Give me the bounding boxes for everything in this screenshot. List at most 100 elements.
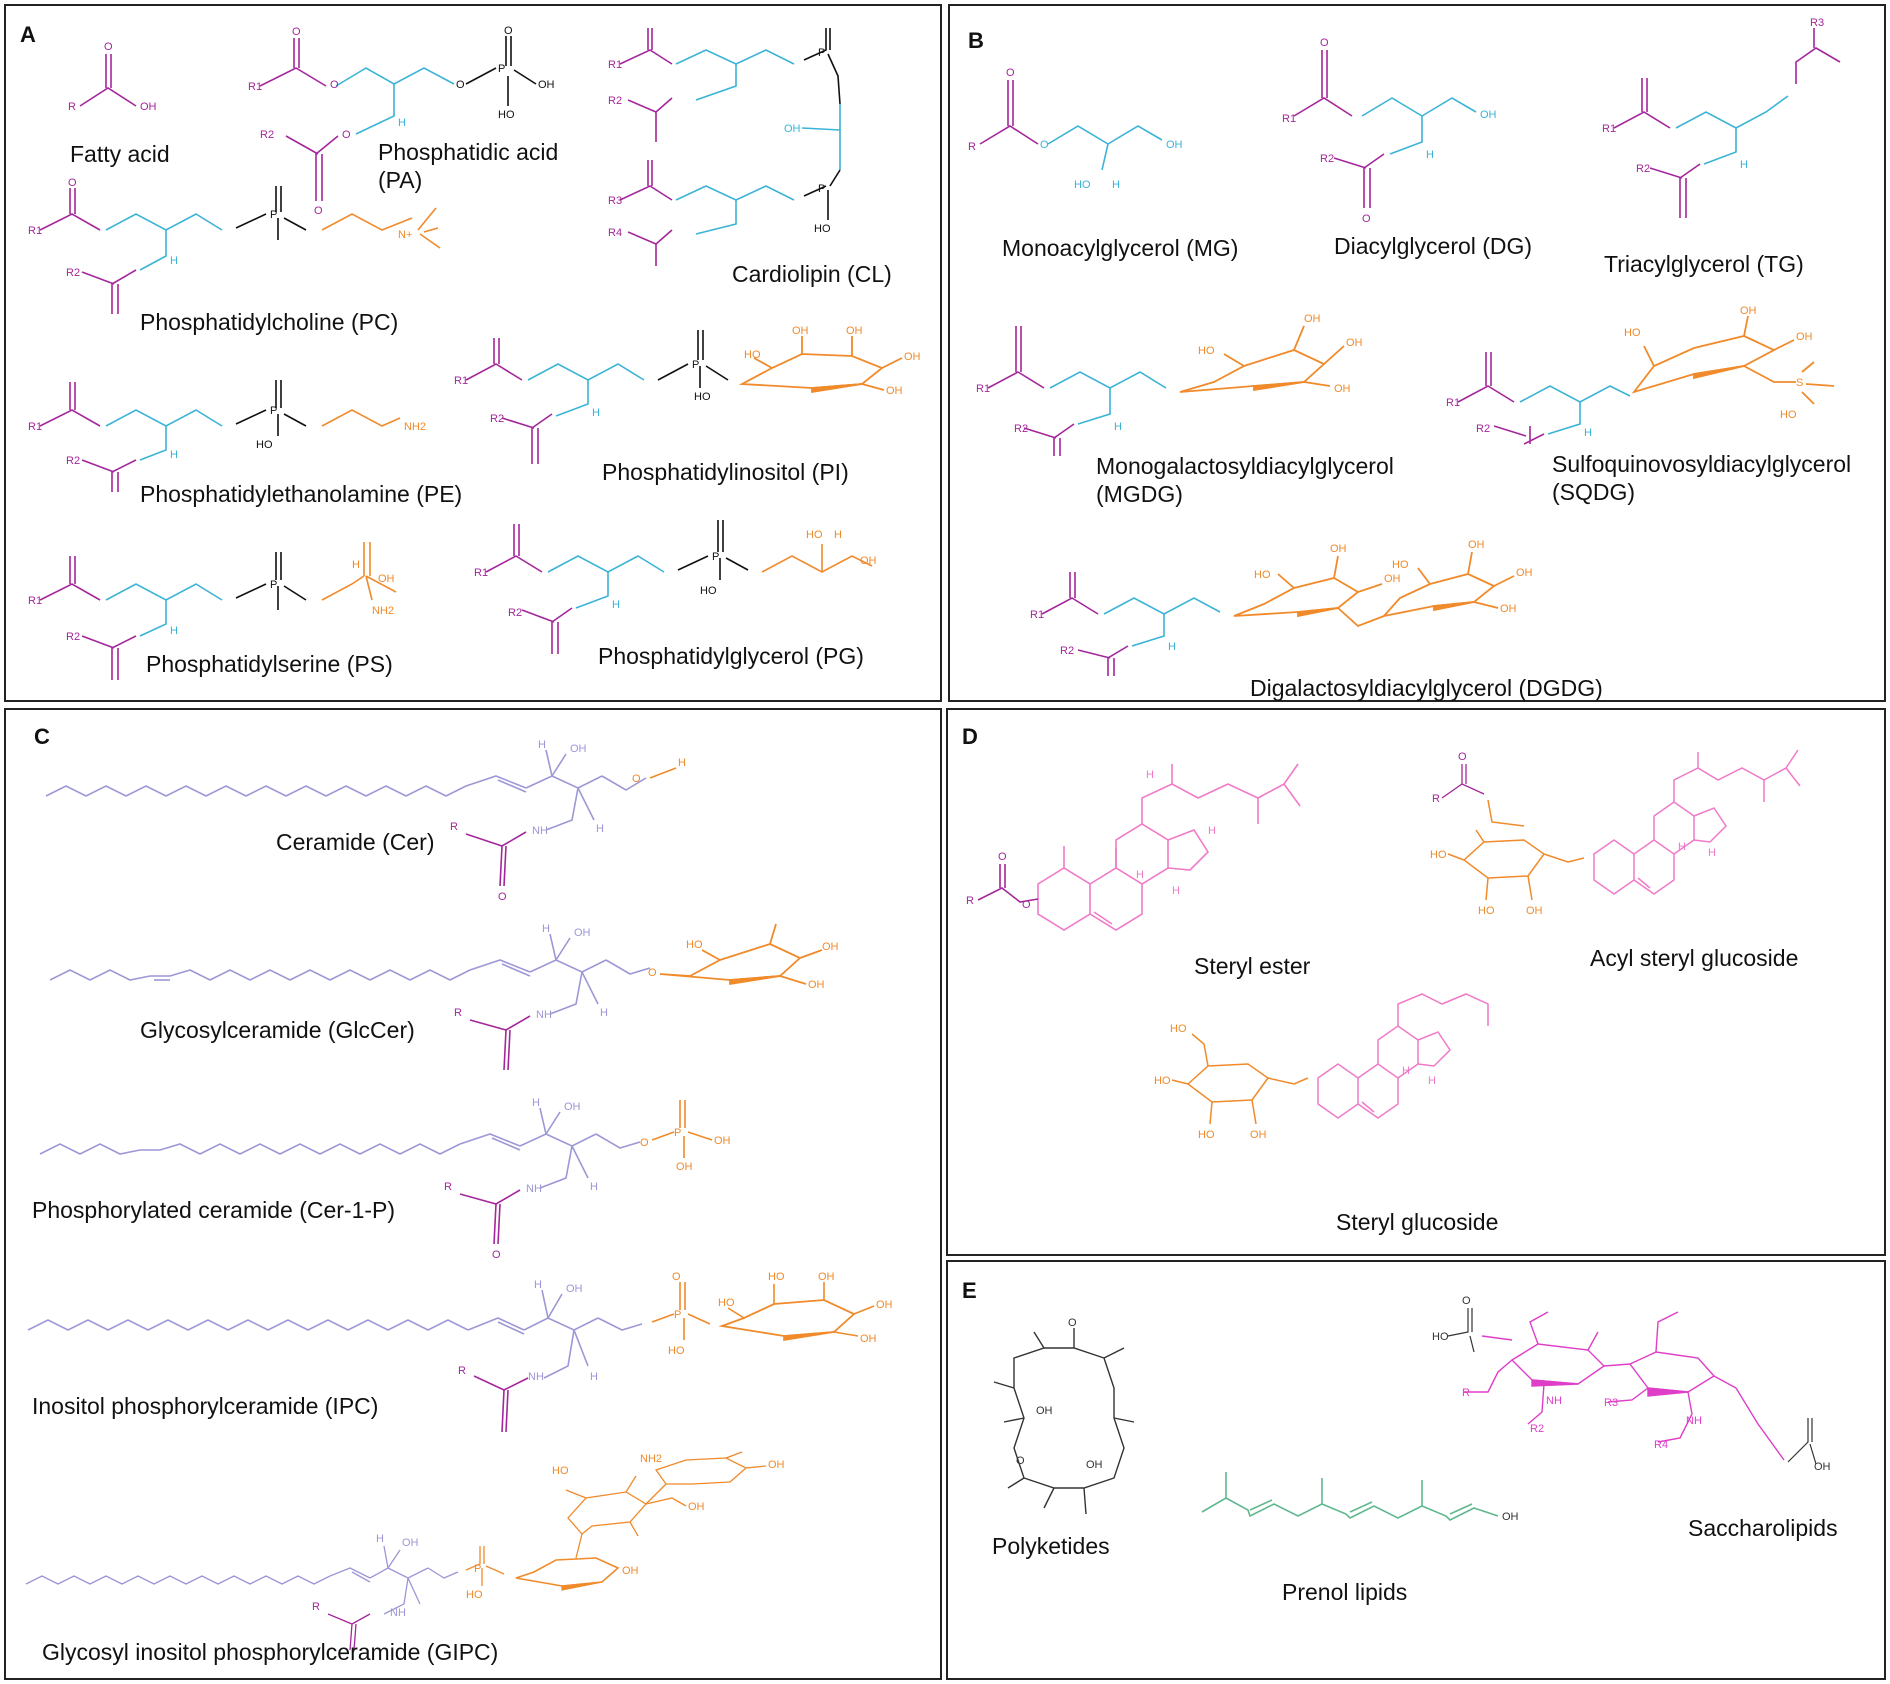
phosphatidylcholine-structure: R1 O R2 H P N+ bbox=[28, 177, 441, 314]
sqdg-label: Sulfoquinovosyldiacylglycerol (SQDG) bbox=[1552, 450, 1851, 506]
ipc-label: Inositol phosphorylceramide (IPC) bbox=[32, 1393, 379, 1419]
panel-b: B R O O OH HO H Monoacylglycerol (MG) R1… bbox=[948, 4, 1886, 702]
svg-text:P: P bbox=[674, 1127, 681, 1139]
svg-text:HO: HO bbox=[1392, 559, 1409, 571]
svg-text:H: H bbox=[538, 739, 546, 751]
svg-text:R1: R1 bbox=[28, 595, 42, 607]
svg-text:R2: R2 bbox=[1530, 1423, 1544, 1435]
svg-text:O: O bbox=[1458, 751, 1467, 763]
phosphatidic-acid-structure: R1 O O R2 O O H O P O OH HO bbox=[248, 25, 555, 217]
gipc-label: Glycosyl inositol phosphorylceramide (GI… bbox=[42, 1639, 499, 1665]
phosphatidic-acid-label-line1: Phosphatidic acid bbox=[378, 139, 559, 165]
svg-text:OH: OH bbox=[1526, 905, 1543, 917]
svg-text:NH: NH bbox=[536, 1009, 552, 1021]
acyl-steryl-glucoside-structure: O R HO HO OH H H bbox=[1430, 749, 1801, 917]
svg-text:H: H bbox=[1136, 869, 1144, 881]
polyketide-structure: O OH OH O bbox=[993, 1317, 1135, 1515]
svg-text:P: P bbox=[818, 47, 825, 59]
panel-c: C H OH NH H O H R O Ceramide (Cer) bbox=[4, 708, 942, 1680]
svg-text:HO: HO bbox=[1074, 179, 1091, 191]
svg-text:OH: OH bbox=[818, 1271, 835, 1283]
svg-text:HO: HO bbox=[1254, 569, 1271, 581]
svg-text:P: P bbox=[674, 1309, 681, 1321]
svg-text:H: H bbox=[534, 1279, 542, 1291]
mgdg-label: Monogalactosyldiacylglycerol (MGDG) bbox=[1096, 452, 1394, 508]
panel-letter-a: A bbox=[20, 22, 36, 47]
phosphorylated-ceramide-structure: H OH NH H O P OH OH R O bbox=[39, 1097, 731, 1261]
svg-text:O: O bbox=[104, 41, 113, 53]
svg-text:H: H bbox=[590, 1181, 598, 1193]
svg-text:R: R bbox=[968, 141, 976, 153]
svg-text:H: H bbox=[1208, 825, 1216, 837]
svg-text:O: O bbox=[68, 177, 77, 189]
prenol-lipid-structure: OH bbox=[1201, 1472, 1519, 1523]
svg-text:O: O bbox=[1022, 899, 1031, 911]
svg-text:O: O bbox=[342, 129, 351, 141]
gipc-structure: R NH H OH P HO HO NH2 OH OH OH bbox=[25, 1451, 785, 1651]
svg-text:R2: R2 bbox=[1014, 423, 1028, 435]
mgdg-label-line2: (MGDG) bbox=[1096, 481, 1183, 507]
triacylglycerol-label: Triacylglycerol (TG) bbox=[1604, 251, 1804, 277]
svg-text:OH: OH bbox=[792, 325, 809, 337]
steryl-glucoside-structure: HO HO HO OH H H bbox=[1154, 993, 1489, 1141]
svg-text:H: H bbox=[376, 1533, 384, 1545]
svg-text:R1: R1 bbox=[28, 421, 42, 433]
svg-text:R2: R2 bbox=[66, 455, 80, 467]
svg-text:R: R bbox=[966, 895, 974, 907]
svg-text:H: H bbox=[1402, 1065, 1410, 1077]
panel-e: E O OH OH O Polyketides bbox=[946, 1260, 1886, 1680]
svg-text:H: H bbox=[170, 255, 178, 267]
svg-text:P: P bbox=[692, 359, 699, 371]
svg-text:O: O bbox=[1068, 1317, 1077, 1329]
svg-text:O: O bbox=[1040, 139, 1049, 151]
svg-text:OH: OH bbox=[402, 1537, 419, 1549]
svg-text:H: H bbox=[592, 407, 600, 419]
svg-text:O: O bbox=[330, 79, 339, 91]
svg-text:H: H bbox=[542, 923, 550, 935]
phosphorylated-ceramide-label: Phosphorylated ceramide (Cer-1-P) bbox=[32, 1197, 396, 1223]
svg-text:HO: HO bbox=[814, 223, 831, 235]
phosphatidylserine-label: Phosphatidylserine (PS) bbox=[146, 651, 393, 677]
svg-text:R1: R1 bbox=[976, 383, 990, 395]
svg-text:O: O bbox=[498, 891, 507, 903]
saccharolipids-label: Saccharolipids bbox=[1688, 1515, 1838, 1541]
svg-text:OH: OH bbox=[140, 101, 157, 113]
phosphatidylglycerol-structure: R1 R2 H P HO HO H OH bbox=[474, 520, 877, 654]
svg-text:OH: OH bbox=[1330, 543, 1347, 555]
svg-text:H: H bbox=[612, 599, 620, 611]
panel-letter-c: C bbox=[34, 724, 50, 749]
svg-text:OH: OH bbox=[1086, 1459, 1103, 1471]
svg-text:OH: OH bbox=[714, 1135, 731, 1147]
svg-text:H: H bbox=[1146, 769, 1154, 781]
panel-a: A R O OH Fatty acid R1 O O R2 O bbox=[4, 4, 942, 702]
svg-text:R2: R2 bbox=[1476, 423, 1490, 435]
phosphatidylinositol-label: Phosphatidylinositol (PI) bbox=[602, 459, 849, 485]
svg-text:OH: OH bbox=[1814, 1461, 1831, 1473]
svg-text:HO: HO bbox=[700, 585, 717, 597]
svg-text:O: O bbox=[640, 1137, 649, 1149]
svg-text:HO: HO bbox=[1624, 327, 1641, 339]
svg-text:H: H bbox=[1172, 885, 1180, 897]
svg-text:H: H bbox=[170, 625, 178, 637]
ipc-structure: H OH NH H O P HO HO HO OH OH OH R bbox=[27, 1271, 893, 1433]
svg-text:NH2: NH2 bbox=[640, 1453, 662, 1465]
phosphatidic-acid-label: Phosphatidic acid (PA) bbox=[378, 138, 558, 194]
svg-text:H: H bbox=[1426, 149, 1434, 161]
cardiolipin-label: Cardiolipin (CL) bbox=[732, 261, 892, 287]
svg-text:R4: R4 bbox=[608, 227, 622, 239]
svg-text:HO: HO bbox=[768, 1271, 785, 1283]
diacylglycerol-structure: R1 O R2 O H OH bbox=[1282, 37, 1497, 225]
svg-text:OH: OH bbox=[886, 385, 903, 397]
prenol-lipids-label: Prenol lipids bbox=[1282, 1579, 1408, 1605]
svg-text:O: O bbox=[672, 1271, 681, 1283]
svg-text:NH: NH bbox=[528, 1371, 544, 1383]
svg-text:HO: HO bbox=[1154, 1075, 1171, 1087]
svg-text:HO: HO bbox=[1478, 905, 1495, 917]
svg-text:OH: OH bbox=[1250, 1129, 1267, 1141]
svg-text:H: H bbox=[1428, 1075, 1436, 1087]
saccharolipid-structure: HO O R NH R2 R3 NH R4 OH bbox=[1432, 1295, 1831, 1473]
svg-text:R1: R1 bbox=[248, 81, 262, 93]
svg-text:NH: NH bbox=[1546, 1395, 1562, 1407]
svg-text:O: O bbox=[292, 26, 301, 38]
svg-text:H: H bbox=[1112, 179, 1120, 191]
